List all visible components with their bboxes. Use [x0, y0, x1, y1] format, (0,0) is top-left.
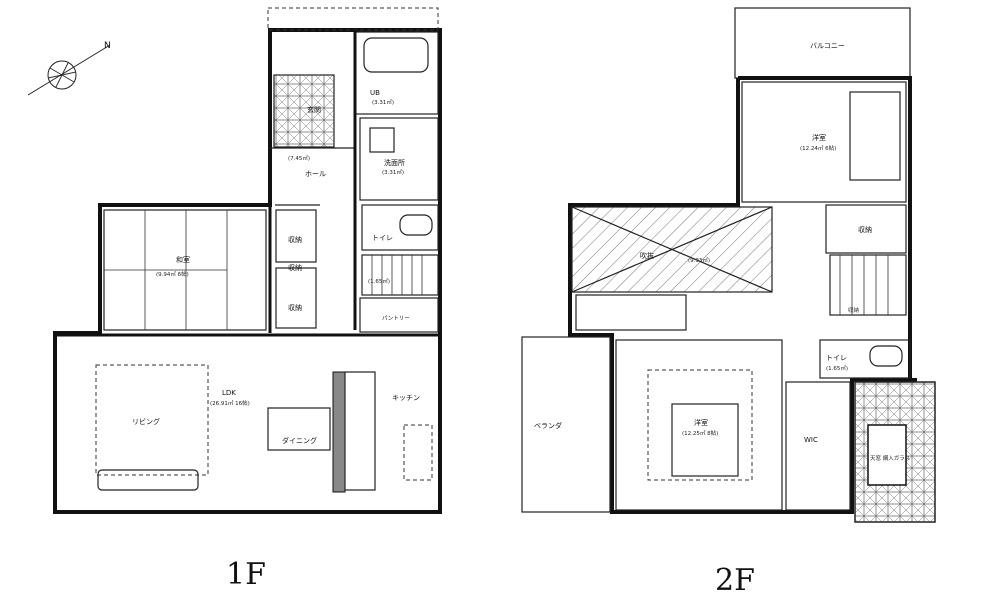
- room-fukinuke-label: 吹抜: [640, 251, 654, 260]
- room-toilet-area: (1.65㎡): [368, 277, 390, 285]
- room-bedroom-1-area: (12.24㎡ 6帖): [800, 144, 836, 152]
- room-ldk-area: (26.91㎡ 16帖): [210, 399, 250, 407]
- room-ub-label: UB: [370, 89, 380, 97]
- north-compass-icon: N: [27, 41, 111, 96]
- room-dining-label: ダイニング: [282, 436, 317, 445]
- room-living-label: リビング: [132, 417, 160, 426]
- room-balcony-label: バルコニー: [810, 42, 845, 50]
- room-washitsu-area: (9.94㎡ 6帖): [156, 270, 189, 278]
- room-veranda-label: ベランダ: [534, 421, 562, 430]
- svg-text:N: N: [104, 41, 111, 51]
- floor-label-2f: 2F: [715, 563, 755, 596]
- room-storage-2f-1-label: 収納: [858, 225, 872, 234]
- room-genkan-label: 玄関: [307, 105, 321, 114]
- room-toilet-label: トイレ: [372, 234, 393, 242]
- room-senmenjo-label: 洗面所: [384, 158, 405, 167]
- skylight-label: 天窓 網入ガラス: [870, 454, 910, 462]
- room-storage-2f-2-label: 収納: [848, 306, 860, 314]
- room-toilet-2f-area: (1.65㎡): [826, 364, 848, 372]
- second-floor-plan: [521, 7, 936, 523]
- room-hall-label: ホール: [305, 170, 326, 178]
- room-hall-area: (7.45㎡): [288, 154, 310, 162]
- floor-label-1f: 1F: [226, 557, 266, 592]
- room-storage-2-label: 収納: [288, 263, 302, 272]
- room-ldk-label: LDK: [222, 389, 236, 397]
- room-storage-3-label: 収納: [288, 303, 302, 312]
- room-wic-label: WIC: [804, 436, 818, 444]
- room-senmenjo-area: (3.31㎡): [382, 168, 404, 176]
- first-floor-plan: [53, 7, 442, 514]
- room-bedroom-2-label: 洋室: [694, 418, 708, 427]
- room-ub-area: (3.31㎡): [372, 98, 394, 106]
- room-storage-1-label: 収納: [288, 235, 302, 244]
- room-washitsu-label: 和室: [176, 255, 190, 264]
- room-pantry-label: パントリー: [382, 315, 410, 322]
- room-kitchen-label: キッチン: [392, 394, 420, 402]
- room-fukinuke-area: (9.93㎡): [688, 256, 710, 264]
- room-bedroom-2-area: (12.25㎡ 8帖): [682, 429, 718, 437]
- room-bedroom-1-label: 洋室: [812, 133, 826, 142]
- room-toilet-2f-label: トイレ: [826, 354, 847, 362]
